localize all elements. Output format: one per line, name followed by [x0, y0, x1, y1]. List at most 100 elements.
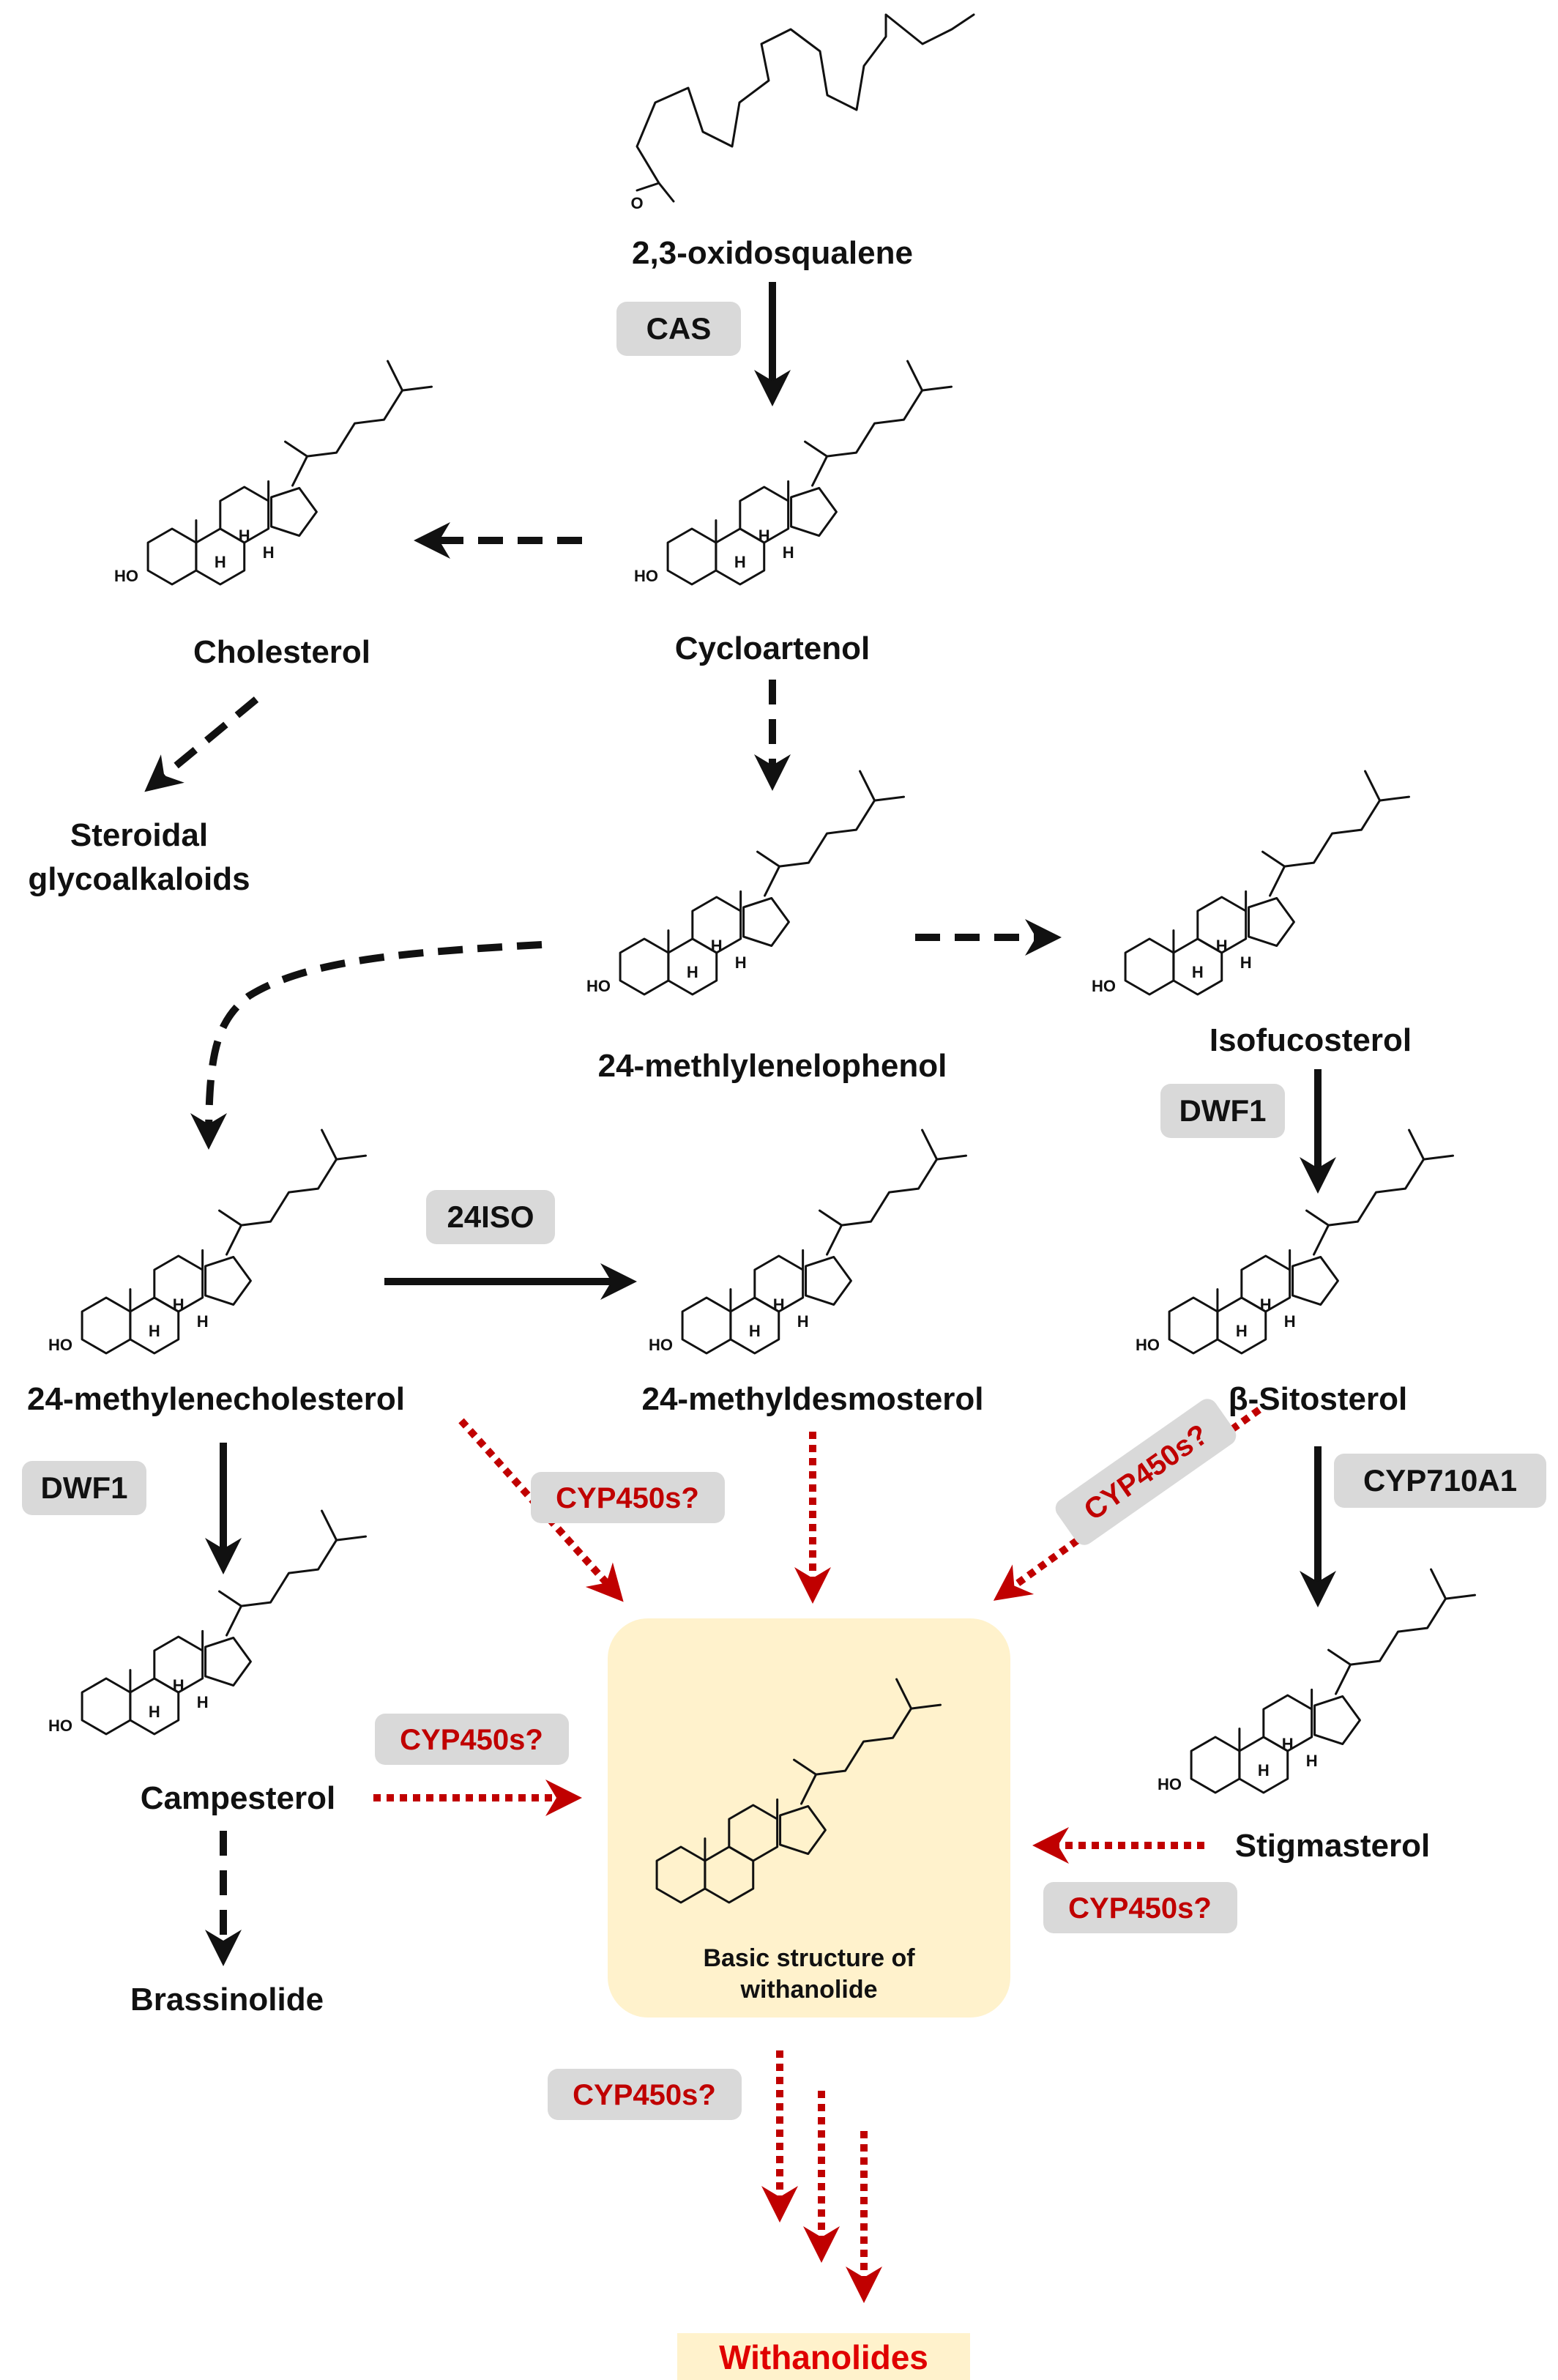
molecule-cholesterol-side-branch-2 [387, 360, 404, 392]
enzyme-cyp710a1: CYP710A1 [1363, 1463, 1517, 1498]
enzyme-24iso: 24ISO [447, 1200, 534, 1234]
molecule-campesterol-h-8: H [173, 1676, 184, 1695]
molecule-methylenelophenol-side-chain [764, 799, 876, 897]
molecule-methyldesmosterol-h-9: H [749, 1322, 761, 1340]
molecule-sitosterol-h-14: H [1284, 1312, 1296, 1331]
molecule-isofucosterol-h-14: H [1240, 953, 1252, 972]
label-campesterol: Campesterol [141, 1780, 336, 1816]
molecule-campesterol-methyl-20 [218, 1590, 243, 1607]
molecule-withanolide-core-side-branch-1 [910, 1703, 942, 1710]
molecule-methyldesmosterol-ring-a [681, 1296, 732, 1355]
label-basic-structure-2: withanolide [740, 1976, 878, 2004]
label-isofucosterol: Isofucosterol [1210, 1022, 1412, 1058]
oxidosqualene-epoxide [636, 182, 675, 203]
molecule-isofucosterol-ring-d [1248, 896, 1295, 948]
enzyme-cyp450-center: CYP450s? [556, 1482, 699, 1514]
molecule-methyldesmosterol-side-branch-2 [921, 1128, 939, 1161]
arrow-lophenol-to-methylenecholesterol [190, 941, 543, 1150]
molecule-cholesterol-h-14: H [263, 543, 275, 562]
molecule-cycloartenol-h-8: H [758, 527, 770, 545]
enzyme-cas: CAS [646, 311, 712, 346]
molecule-methylenelophenol-hydroxyl: HO [586, 977, 611, 995]
molecule-cycloartenol-ring-c [739, 486, 790, 544]
molecule-stigmasterol-h-9: H [1258, 1761, 1270, 1780]
molecule-campesterol-ring-a [81, 1677, 132, 1736]
molecule-cholesterol-side-chain [291, 389, 404, 487]
label-oxidosqualene: 2,3-oxidosqualene [632, 235, 913, 271]
molecule-methyldesmosterol-ring-d [805, 1255, 852, 1306]
molecule-cycloartenol-ring-d [790, 486, 838, 538]
molecule-sitosterol-side-branch-2 [1408, 1128, 1425, 1161]
enzyme-box-24iso [426, 1190, 555, 1244]
molecule-sitosterol-side-branch-1 [1423, 1154, 1455, 1161]
enzyme-box-dwf1-right [1160, 1084, 1285, 1138]
enzyme-cyp450-campesterol: CYP450s? [400, 1724, 543, 1756]
label-basic-structure-1: Basic structure of [703, 1944, 915, 1972]
label-methylenelophenol: 24-methlylenelophenol [598, 1048, 947, 1084]
molecule-methylenecholesterol-ring-c [153, 1254, 204, 1313]
enzyme-cyp450-stigmasterol: CYP450s? [1068, 1892, 1212, 1925]
molecule-methylenecholesterol-methyl-20 [218, 1209, 243, 1227]
enzyme-box-dwf1-left [22, 1461, 146, 1515]
molecule-stigmasterol-side-chain [1335, 1597, 1447, 1695]
molecule-withanolide-core-methyl-20 [793, 1758, 818, 1776]
molecule-isofucosterol-h-9: H [1192, 963, 1204, 981]
molecule-cycloartenol-hydroxyl: HO [634, 567, 658, 585]
molecule-isofucosterol-methyl-20 [1261, 850, 1286, 868]
enzyme-dwf1-right: DWF1 [1179, 1093, 1267, 1128]
molecule-withanolide-core [655, 1678, 942, 1904]
molecule-isofucosterol-hydroxyl: HO [1092, 977, 1116, 995]
molecule-methyldesmosterol-ring-c [753, 1254, 805, 1313]
molecule-withanolide-core-ring-d [779, 1804, 827, 1856]
molecule-methylenelophenol-h-9: H [687, 963, 698, 981]
molecule-methylenelophenol-side-branch-2 [859, 770, 876, 802]
molecule-isofucosterol-side-chain [1269, 799, 1382, 897]
molecule-isofucosterol-ring-c [1196, 896, 1248, 954]
molecule-methyldesmosterol-side-chain [826, 1158, 939, 1256]
molecule-cholesterol-methyl-20 [284, 440, 309, 458]
molecule-methylenecholesterol-side-branch-1 [335, 1154, 368, 1161]
molecule-structures: HOHHHHOHHHHOHHHHOHHHHOHHHHOHHHHOHHHHOHHH… [48, 13, 1477, 1904]
molecule-withanolide-core-side-chain [800, 1707, 913, 1805]
molecule-methyldesmosterol-methyl-20 [819, 1209, 843, 1227]
molecule-methylenecholesterol-ring-a [81, 1296, 132, 1355]
withanolides-final-box [677, 2333, 970, 2380]
oxidosqualene-oxygen: O [630, 194, 643, 212]
molecule-withanolide-core-side-branch-2 [895, 1678, 913, 1710]
label-sitosterol: β-Sitosterol [1229, 1381, 1407, 1417]
molecule-methylenecholesterol-side-chain [225, 1158, 338, 1256]
arrow-cholesterol-to-glycoalkaloids [144, 696, 259, 792]
molecule-stigmasterol-methyl-20 [1327, 1648, 1352, 1666]
molecule-cycloartenol-h-14: H [783, 543, 794, 562]
label-brassinolide: Brassinolide [130, 1982, 324, 2018]
enzyme-cyp450-bottom: CYP450s? [573, 2079, 716, 2111]
molecule-cycloartenol-side-branch-1 [921, 385, 953, 392]
molecule-methylenecholesterol-side-branch-2 [321, 1128, 338, 1161]
enzyme-box-cyp450-campesterol [375, 1714, 569, 1765]
enzyme-box-cyp710a1 [1334, 1454, 1546, 1508]
enzyme-box-cyp450-stigmasterol [1043, 1882, 1237, 1933]
molecule-methyldesmosterol-hydroxyl: HO [649, 1336, 673, 1354]
molecule-isofucosterol-side-branch-1 [1379, 795, 1411, 802]
molecule-oxidosqualene: O [630, 13, 975, 212]
molecule-isofucosterol-h-8: H [1216, 937, 1228, 955]
molecule-methyldesmosterol-h-8: H [773, 1295, 785, 1314]
molecule-stigmasterol-side-branch-1 [1445, 1594, 1477, 1600]
molecule-cholesterol-ring-d [270, 486, 318, 538]
molecule-methylenelophenol-h-8: H [711, 937, 723, 955]
molecule-stigmasterol-ring-c [1262, 1694, 1313, 1752]
enzyme-box-cyp450-rotated [1055, 1399, 1237, 1545]
molecule-methylenelophenol-ring-d [742, 896, 790, 948]
enzyme-dwf1-left: DWF1 [41, 1470, 128, 1505]
molecule-campesterol-side-chain [225, 1539, 338, 1637]
molecule-sitosterol-h-8: H [1260, 1295, 1272, 1314]
oxidosqualene-chain [636, 13, 975, 185]
molecule-campesterol-h-14: H [197, 1693, 209, 1711]
enzyme-cyp450-rotated: CYP450s? [1078, 1418, 1215, 1527]
